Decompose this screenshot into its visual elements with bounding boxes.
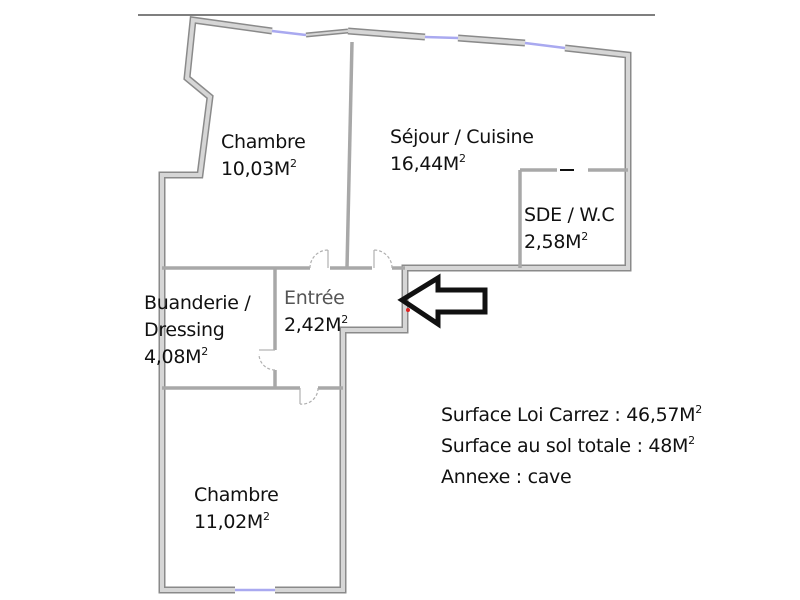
room-area: 4,08M2: [144, 345, 208, 368]
window: [424, 35, 459, 40]
room-label-chambre-1: Chambre 10,03M2: [221, 129, 306, 183]
room-label-buanderie-dressing: Buanderie / Dressing 4,08M2: [144, 290, 251, 371]
loi-carrez-line: Surface Loi Carrez : 46,57M2: [441, 403, 702, 426]
room-label-chambre-2: Chambre 11,02M2: [194, 482, 279, 536]
room-label-sejour-cuisine: Séjour / Cuisine 16,44M2: [390, 124, 534, 178]
room-area: 10,03M2: [221, 157, 297, 180]
room-area: 2,58M2: [524, 230, 588, 253]
room-name: Chambre: [221, 131, 306, 153]
room-label-entree: Entrée 2,42M2: [284, 285, 348, 339]
room-label-sde-wc: SDE / W.C 2,58M2: [524, 202, 615, 256]
annexe-line: Annexe : cave: [441, 466, 572, 488]
room-area: 2,42M2: [284, 313, 348, 336]
room-name-line2: Dressing: [144, 319, 225, 341]
room-area: 11,02M2: [194, 510, 270, 533]
room-name: SDE / W.C: [524, 204, 615, 226]
room-name-line1: Buanderie /: [144, 292, 251, 314]
surface-sol-line: Surface au sol totale : 48M2: [441, 434, 695, 457]
room-name: Chambre: [194, 484, 279, 506]
surface-summary: Surface Loi Carrez : 46,57M2 Surface au …: [441, 400, 702, 493]
window: [271, 29, 307, 37]
room-name: Entrée: [284, 287, 345, 309]
room-name: Séjour / Cuisine: [390, 126, 534, 148]
window: [524, 41, 566, 50]
room-area: 16,44M2: [390, 152, 466, 175]
arrow-left-icon: [397, 273, 488, 329]
